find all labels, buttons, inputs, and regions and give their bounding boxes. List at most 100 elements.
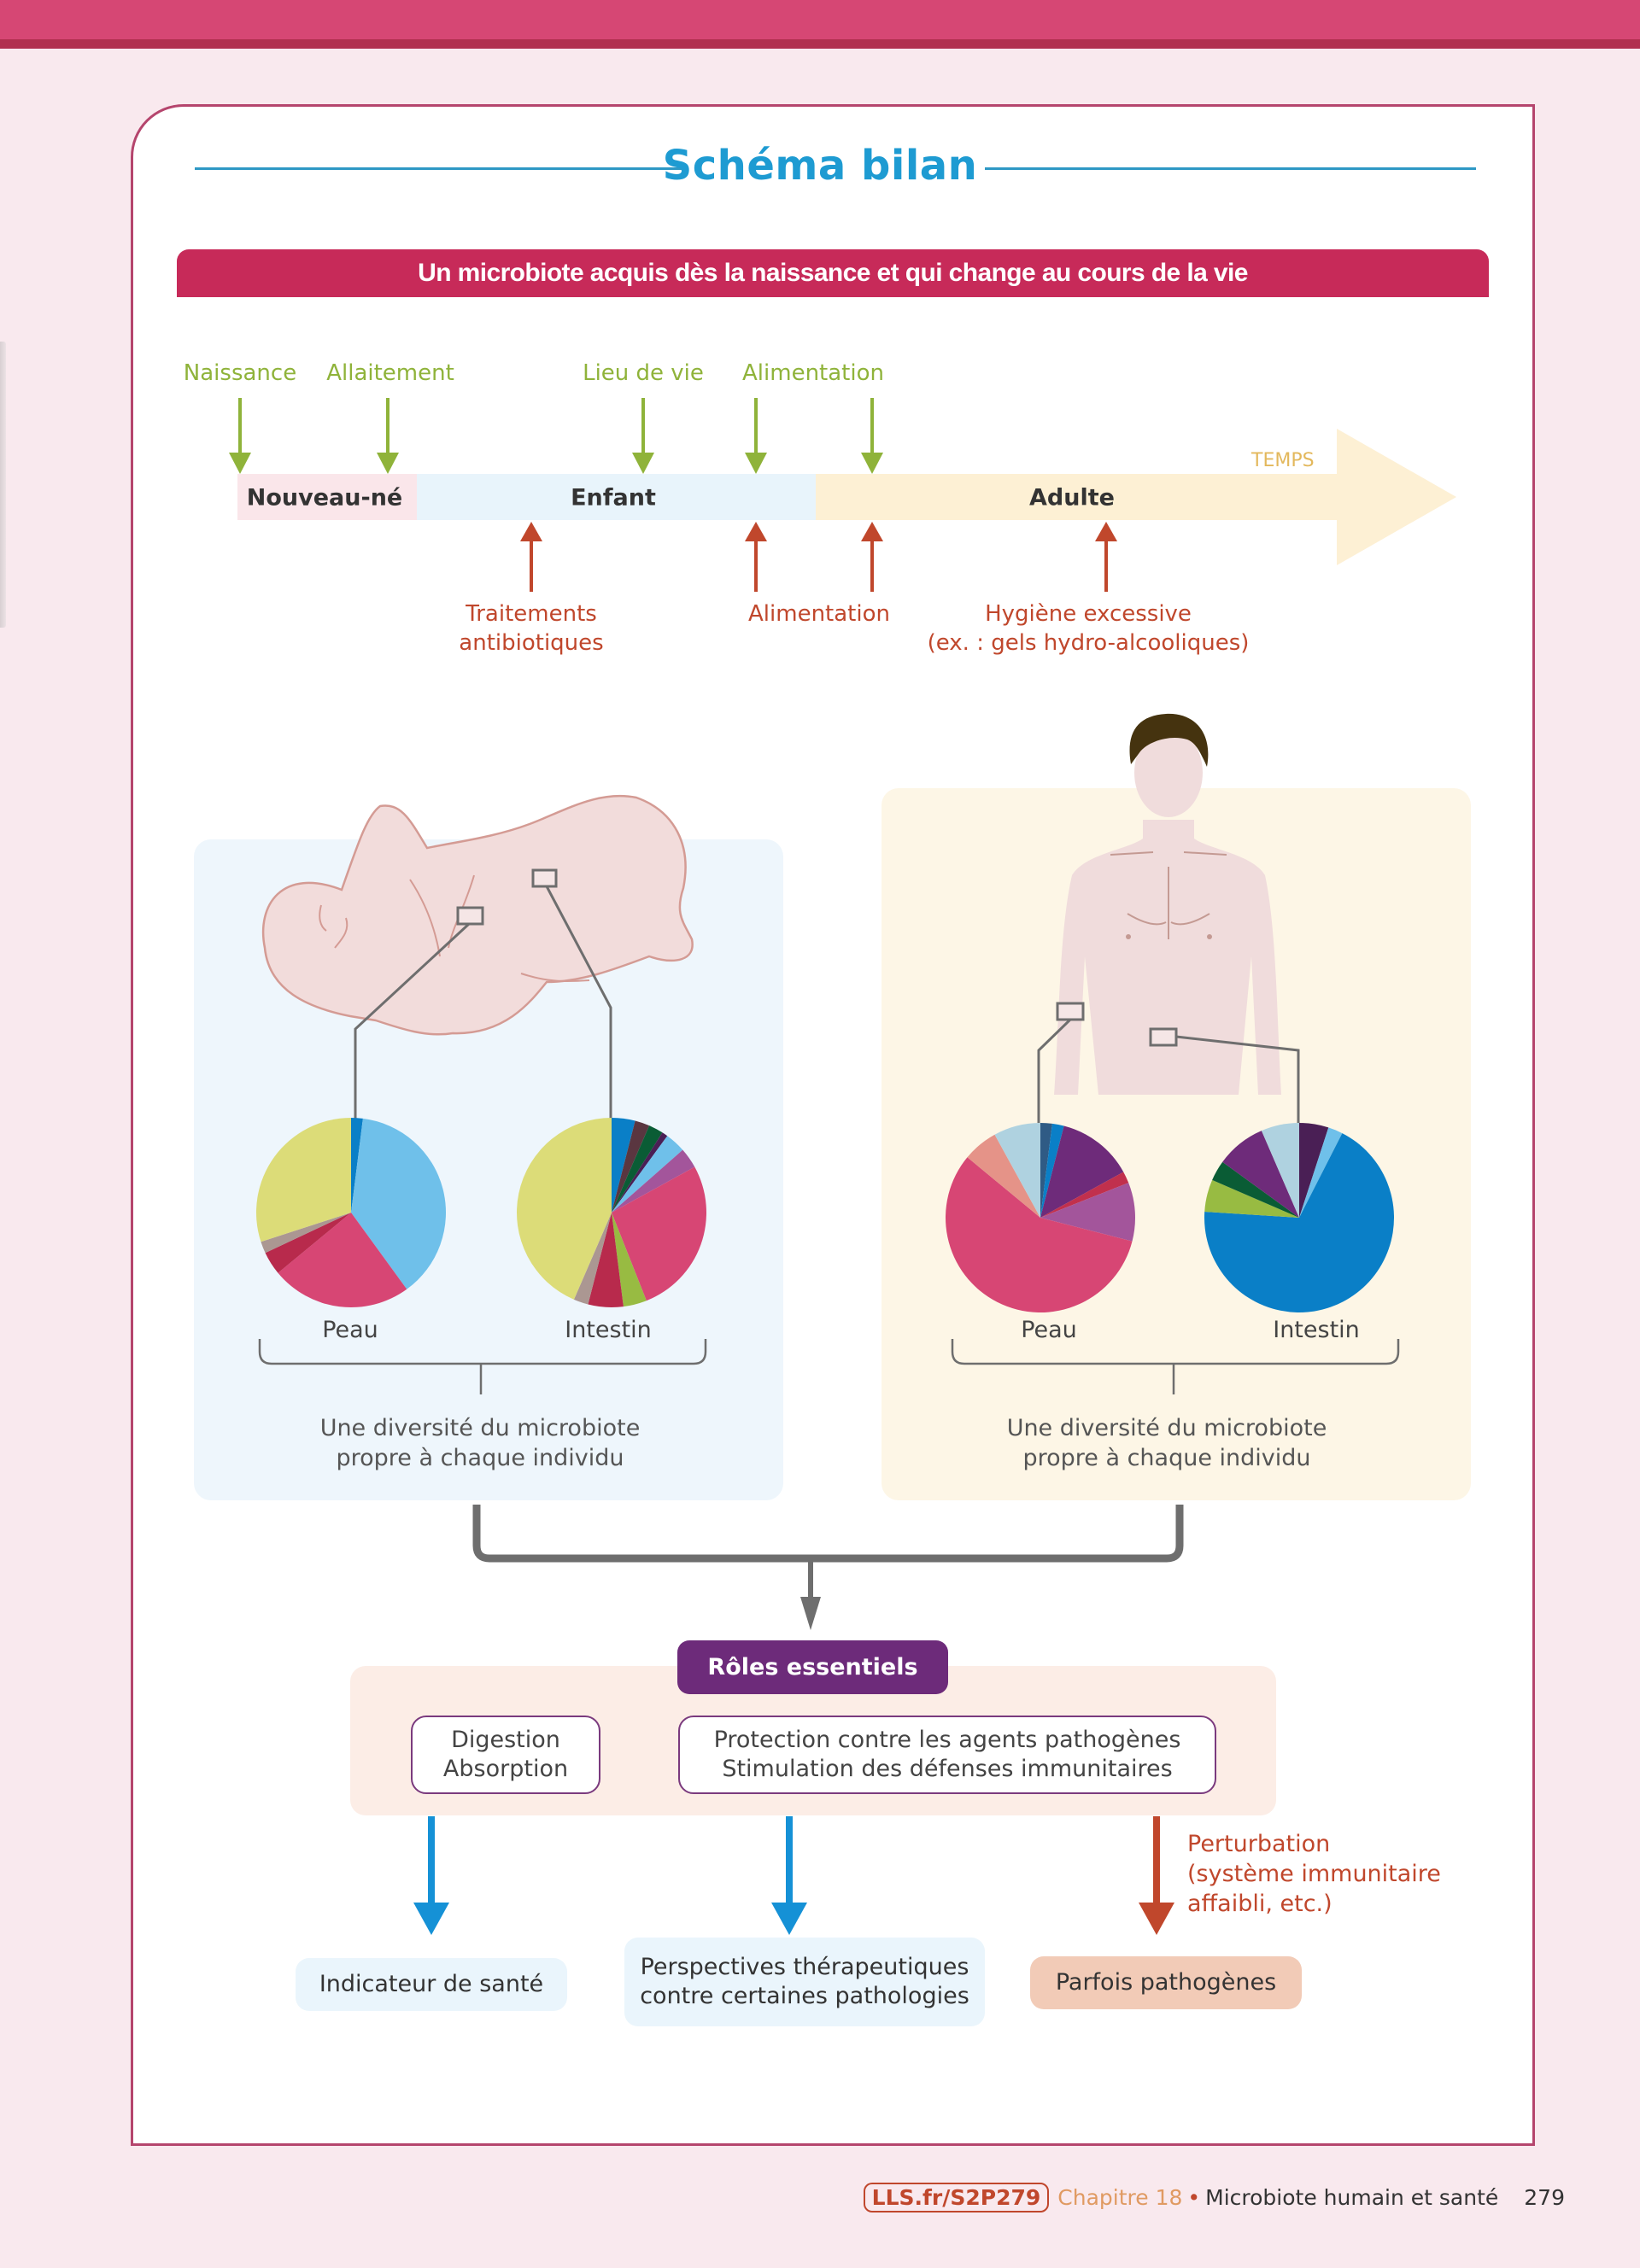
section-banner: Un microbiote acquis dès la naissance et… — [177, 249, 1489, 297]
outcome-health-indicator: Indicateur de santé — [296, 1958, 567, 2011]
merge-connector — [472, 1505, 1184, 1563]
pie-slice — [573, 1213, 612, 1305]
pie-slice — [612, 1149, 695, 1213]
title-rule-right — [985, 167, 1476, 170]
pie-slice — [517, 1118, 612, 1300]
pie-slice — [1222, 1131, 1299, 1218]
adult-bracket — [951, 1339, 1400, 1365]
pie-slice — [1261, 1123, 1299, 1218]
outcome-health-text: Indicateur de santé — [319, 1971, 544, 1997]
factor-antibiotics: Traitements antibiotiques — [459, 599, 603, 658]
pie-slice — [265, 1213, 351, 1273]
role-digestion: Digestion — [451, 1727, 560, 1753]
pie-slice — [278, 1213, 407, 1307]
factor-alimentation-negative: Alimentation — [748, 599, 890, 628]
pie-slice — [612, 1136, 683, 1213]
pie-slice — [1299, 1123, 1329, 1218]
pie-slice — [1040, 1123, 1052, 1218]
roles-title: Rôles essentiels — [677, 1640, 948, 1694]
newborn-gut-marker — [531, 868, 558, 888]
arrow-perspectives — [771, 1903, 807, 1935]
timeline-graphic — [229, 398, 1456, 592]
stage-band-child — [417, 474, 816, 520]
page-number: 279 — [1524, 2185, 1565, 2210]
pie-slice — [1204, 1179, 1299, 1218]
role-protection: Protection contre les agents pathogènes — [713, 1727, 1181, 1753]
top-bar — [0, 0, 1640, 39]
pie-slice — [1204, 1133, 1394, 1312]
pie-slice — [351, 1118, 363, 1213]
pie-slice — [261, 1213, 351, 1254]
perturbation-line1: Perturbation — [1187, 1831, 1331, 1857]
stage-band-newborn — [237, 474, 417, 520]
adult-diversity-note: Une diversité du microbiote propre à cha… — [1007, 1413, 1327, 1473]
factor-hygiene-line1: Hygiène excessive — [985, 601, 1192, 627]
adult-diversity-line1: Une diversité du microbiote — [1006, 1415, 1327, 1441]
adult-skin-label: Peau — [1021, 1317, 1077, 1343]
outcome-perspectives-line1: Perspectives thérapeutiques — [640, 1954, 969, 1980]
role-digestion-box: Digestion Absorption — [411, 1716, 600, 1794]
footer-chapter-title: Microbiote humain et santé — [1205, 2185, 1499, 2210]
pie-slice — [994, 1123, 1040, 1218]
adult-body — [1054, 820, 1281, 1095]
merge-arrow-head — [800, 1597, 821, 1630]
factor-naissance: Naissance — [183, 360, 297, 386]
page-footer: LLS.fr/S2P279 Chapitre 18 • Microbiote h… — [863, 2183, 1565, 2212]
adult-skin-connector — [1037, 1018, 1072, 1123]
outcome-therapeutic-perspectives: Perspectives thérapeutiques contre certa… — [624, 1938, 985, 2026]
pie-slice — [588, 1213, 624, 1308]
footer-bullet: • — [1187, 2185, 1201, 2210]
adult-gut-marker — [1149, 1027, 1178, 1047]
footer-chapter: Chapitre 18 — [1057, 2185, 1183, 2210]
role-absorption: Absorption — [442, 1756, 569, 1782]
pie-slice — [1040, 1172, 1129, 1218]
newborn-skin-label: Peau — [322, 1317, 378, 1343]
factor-hygiene-line2: (ex. : gels hydro-alcooliques) — [927, 630, 1250, 656]
arrow-pathogenic — [1139, 1903, 1174, 1935]
stage-band-adult — [816, 474, 1338, 520]
perturbation-line2: (système immunitaire — [1187, 1861, 1441, 1887]
side-tab[interactable] — [0, 342, 6, 628]
adult-diversity-line2: propre à chaque individu — [1022, 1445, 1311, 1471]
newborn-skin-marker — [456, 906, 484, 926]
timeline-arrow-head — [1337, 429, 1456, 565]
pie-slice — [1040, 1183, 1136, 1242]
pie-newborn-gut — [517, 1118, 706, 1308]
pie-slice — [612, 1166, 706, 1301]
outcome-perspectives-line2: contre certaines pathologies — [640, 1983, 969, 2009]
role-stimulation: Stimulation des défenses immunitaires — [722, 1756, 1173, 1782]
adult-gut-connector — [1175, 1035, 1300, 1123]
stage-newborn: Nouveau-né — [246, 484, 403, 511]
footer-link[interactable]: LLS.fr/S2P279 — [863, 2183, 1050, 2212]
perturbation-note: Perturbation (système immunitaire affaib… — [1187, 1829, 1441, 1919]
stage-child: Enfant — [571, 484, 656, 511]
role-protection-box: Protection contre les agents pathogènes … — [678, 1716, 1216, 1794]
adult-skin-marker — [1056, 1002, 1085, 1021]
factor-allaitement: Allaitement — [326, 360, 454, 386]
pie-slice — [945, 1157, 1133, 1313]
adult-head — [1134, 728, 1203, 817]
adult-illustration — [1054, 713, 1281, 1095]
pie-slice — [1212, 1161, 1299, 1218]
pie-adult-skin — [945, 1123, 1136, 1313]
newborn-bracket — [258, 1339, 707, 1365]
newborn-gut-label: Intestin — [565, 1317, 652, 1343]
outcome-pathogenic: Parfois pathogènes — [1030, 1956, 1302, 2009]
newborn-diversity-line2: propre à chaque individu — [336, 1445, 624, 1471]
pie-newborn-skin — [256, 1118, 447, 1307]
newborn-gut-connector — [545, 886, 612, 1124]
pie-slice — [1040, 1123, 1064, 1218]
positive-arrows — [229, 398, 883, 474]
title-rule-left — [195, 167, 686, 170]
pie-slice — [612, 1213, 647, 1307]
negative-arrows — [520, 522, 1117, 592]
pie-slice — [612, 1125, 663, 1213]
adult-gut-label: Intestin — [1273, 1317, 1360, 1343]
adult-hair — [1129, 713, 1209, 767]
newborn-diversity-line1: Une diversité du microbiote — [319, 1415, 641, 1441]
stage-adult: Adulte — [1029, 484, 1115, 511]
factor-antibiotics-line2: antibiotiques — [459, 630, 604, 656]
factor-lieu-de-vie: Lieu de vie — [583, 360, 704, 386]
factor-hygiene: Hygiène excessive (ex. : gels hydro-alco… — [928, 599, 1250, 658]
